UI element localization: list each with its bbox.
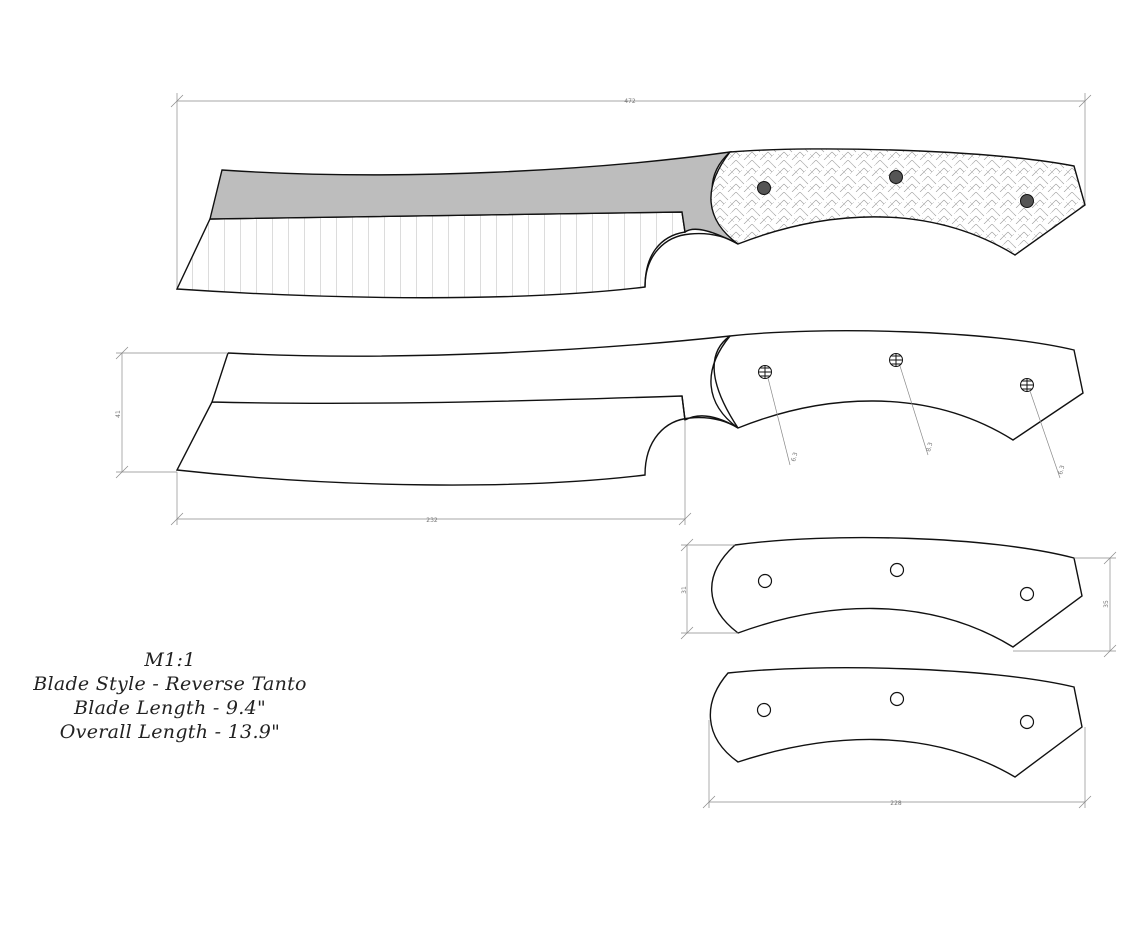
overall-length-label: 472 — [624, 98, 636, 105]
blade-length-text: Blade Length - 9.4" — [73, 697, 267, 719]
scale-left-height-dimension — [680, 538, 738, 640]
blade-grind-area — [175, 211, 686, 299]
pin-2-label: 8.3 — [925, 441, 934, 452]
knife-outline-view — [175, 330, 1084, 486]
blade-length-dimension — [170, 420, 692, 526]
scale-width-label: 228 — [890, 800, 902, 807]
handle-weave-scale — [710, 148, 1086, 256]
scale-width-dimension — [702, 720, 1092, 809]
scale-right-height-dimension — [1013, 551, 1117, 658]
blade-style-text: Blade Style - Reverse Tanto — [33, 673, 307, 695]
pin-leaders — [767, 365, 1061, 479]
tang-step — [681, 395, 686, 421]
choil — [644, 232, 739, 288]
pin-2 — [889, 170, 903, 184]
pin-holes-crosshatched — [758, 353, 1034, 392]
spec-block: M1:1 Blade Style - Reverse Tanto Blade L… — [20, 648, 320, 744]
blade-height-dimension — [115, 346, 228, 479]
scale-right-height-label: 35 — [1103, 600, 1110, 608]
handle-scale-1 — [711, 536, 1083, 648]
overall-length-dimension — [170, 93, 1092, 290]
pin-1-label: 6.3 — [790, 451, 799, 462]
scale-left-height-label: 31 — [681, 586, 688, 594]
blade-height-label: 41 — [115, 410, 122, 418]
blade-length-label: 232 — [426, 517, 438, 524]
handle-outline — [710, 330, 1084, 441]
pin-3-label: 6.3 — [1057, 464, 1066, 475]
knife-shaded-view: 472 — [170, 93, 1092, 299]
pin-1 — [757, 181, 771, 195]
blade-outline — [175, 335, 739, 486]
pin-3 — [1020, 194, 1034, 208]
overall-length-text: Overall Length - 13.9" — [59, 721, 281, 743]
scale-text: M1:1 — [144, 649, 196, 671]
handle-scale-2 — [709, 667, 1083, 778]
